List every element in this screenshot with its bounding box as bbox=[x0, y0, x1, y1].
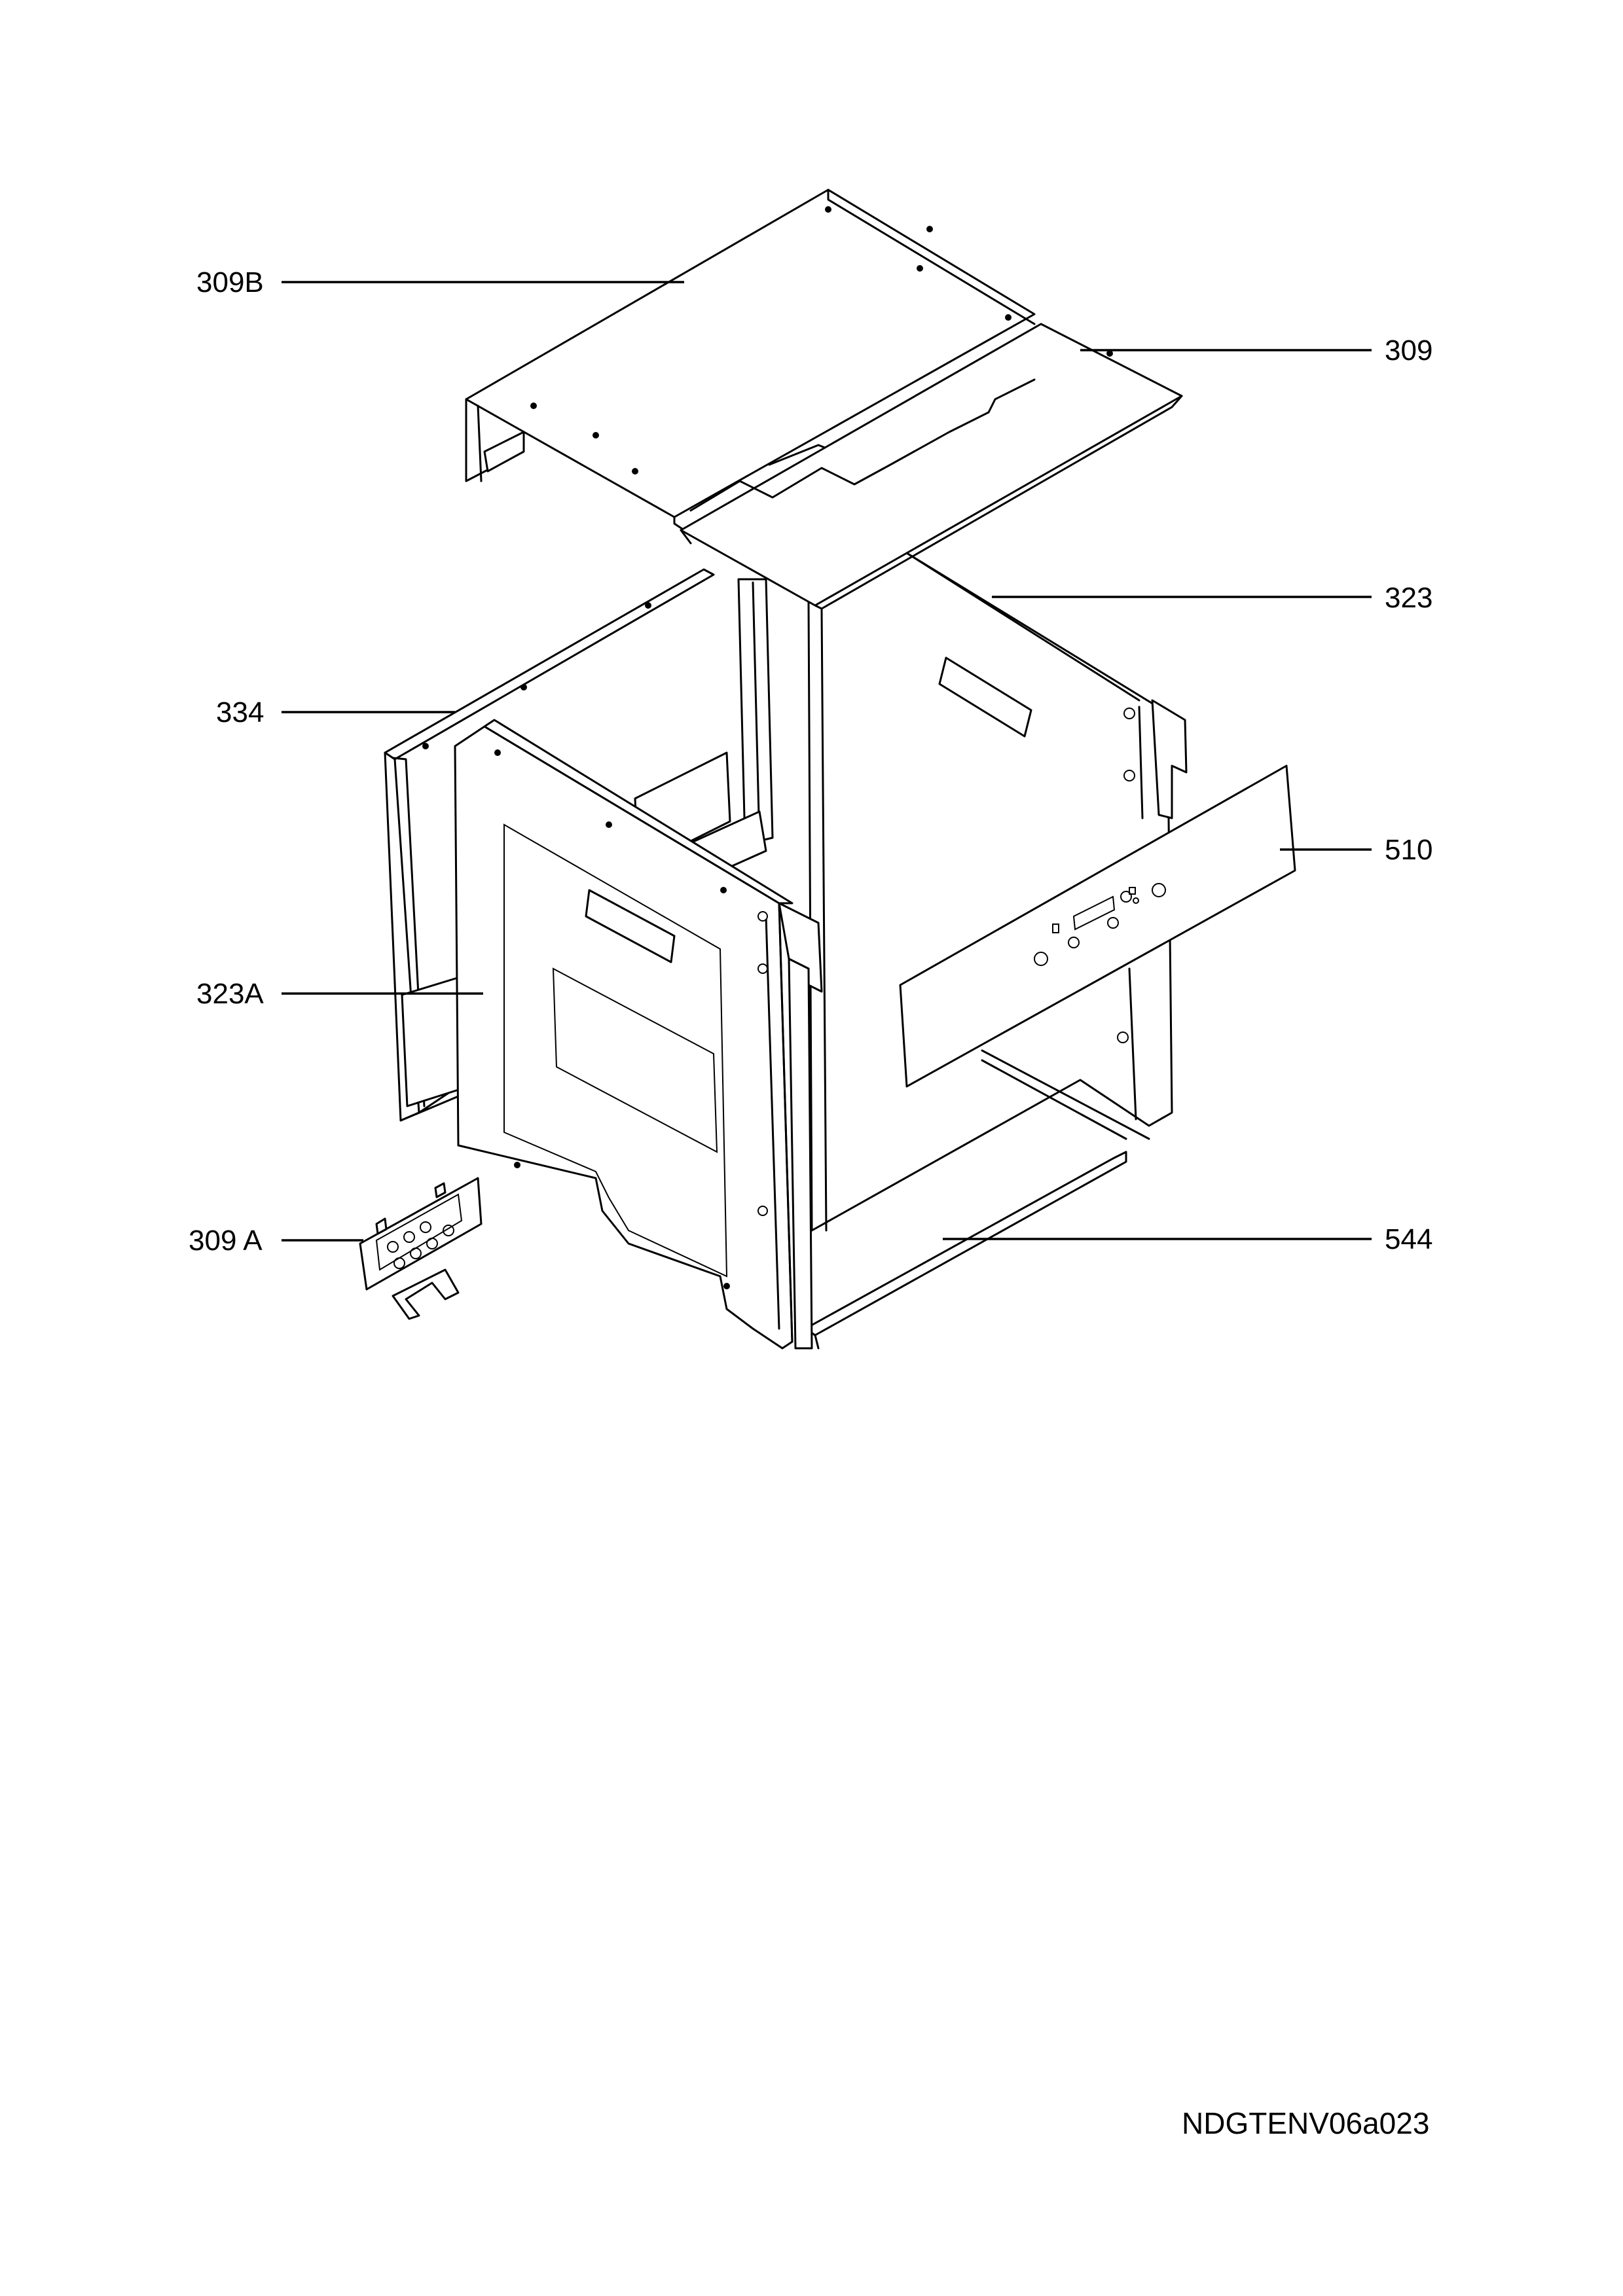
part-510-control-panel bbox=[899, 764, 1296, 1088]
callout-309A: 309 A bbox=[189, 1225, 263, 1257]
callout-510: 510 bbox=[1385, 834, 1432, 866]
part-309B-top-cover-rear bbox=[465, 188, 1036, 531]
part-309A-small-plate bbox=[359, 1177, 483, 1320]
callout-544: 544 bbox=[1385, 1223, 1432, 1255]
callout-323: 323 bbox=[1385, 582, 1432, 614]
callout-334: 334 bbox=[216, 696, 264, 728]
part-544-bottom-panel bbox=[804, 1049, 1150, 1350]
rear-center-post bbox=[737, 578, 774, 846]
part-309-top-cover-front bbox=[680, 323, 1183, 610]
part-323-right-side-panel bbox=[807, 552, 1188, 1232]
drawing-reference-code: NDGTENV06a023 bbox=[1182, 2106, 1429, 2140]
callout-309: 309 bbox=[1385, 334, 1432, 367]
callout-323A: 323A bbox=[196, 978, 264, 1010]
part-323A-left-side-panel bbox=[454, 719, 823, 1350]
callout-309B: 309B bbox=[196, 266, 264, 298]
